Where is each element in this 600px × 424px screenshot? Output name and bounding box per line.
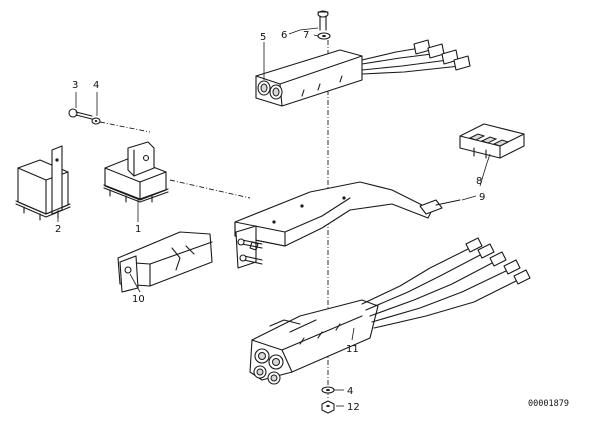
part-11-lower-connector [249,237,531,385]
part-1-relay [103,141,169,203]
callout-2: 2 [55,224,61,235]
callout-9: 9 [479,192,485,203]
callout-10: 10 [132,294,145,305]
part-5-upper-connector [255,39,471,107]
callout-12: 12 [347,402,360,413]
part-4-washer-top [91,117,101,125]
callout-5: 5 [260,32,266,43]
callout-4-bottom: 4 [347,386,353,397]
reference-number: 00001879 [528,399,569,409]
part-9-terminal [419,199,461,215]
callout-11: 11 [346,344,359,355]
part-10-bracket [117,231,213,293]
callout-3: 3 [72,80,78,91]
callout-6: 6 [281,30,287,41]
part-2-relay [15,145,71,221]
plate-screws [237,238,263,265]
callout-1: 1 [135,224,141,235]
part-6-screw [317,10,329,31]
part-8-connector-block [459,123,525,159]
leader-lines [57,27,491,407]
callout-8: 8 [476,176,482,187]
mounting-plate [234,181,433,269]
part-7-washer [317,32,331,40]
part-3-screw [68,108,93,120]
callout-7: 7 [303,30,309,41]
part-12-nut [321,400,335,414]
callout-labels: 3 4 2 1 10 5 6 7 8 9 11 4 12 [55,30,485,413]
part-4-washer-bottom [321,386,335,394]
callout-4-top: 4 [93,80,99,91]
